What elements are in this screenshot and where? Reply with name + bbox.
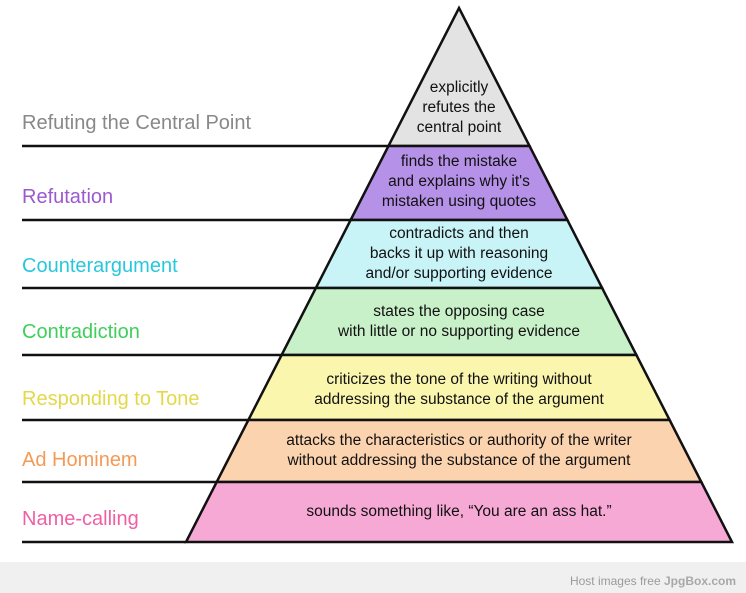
pyramid-level-6: [214, 418, 704, 484]
footer-text: Host images free: [569, 574, 664, 588]
level-description-6-line-1: attacks the characteristics or authority…: [286, 432, 631, 449]
footer-credit[interactable]: Host images free JpgBox.com: [570, 574, 736, 588]
level-description-1-line-1: explicitly: [430, 79, 489, 96]
level-description-4-line-1: states the opposing case: [373, 303, 544, 320]
level-description-1-line-2: refutes the: [422, 99, 495, 116]
level-label-7: Name-calling: [22, 508, 139, 530]
level-description-1-line-3: central point: [417, 119, 502, 136]
level-description-3-line-1: contradicts and then: [389, 225, 529, 242]
level-description-3-line-3: and/or supporting evidence: [366, 265, 553, 282]
level-description-5-line-2: addressing the substance of the argument: [314, 391, 604, 408]
pyramid-levels: Refuting the Central Point explicitly refu…: [22, 5, 735, 544]
level-description-5-line-1: criticizes the tone of the writing witho…: [326, 371, 592, 388]
level-description-2-line-2: and explains why it's: [388, 173, 530, 190]
level-label-4: Contradiction: [22, 321, 140, 343]
level-label-6: Ad Hominem: [22, 449, 138, 471]
level-description-6-line-2: without addressing the substance of the …: [287, 452, 632, 469]
footer-brand-link[interactable]: JpgBox.com: [663, 574, 736, 588]
level-description-2-line-1: finds the mistake: [401, 153, 517, 170]
level-description-3-line-2: backs it up with reasoning: [370, 245, 548, 262]
level-label-3: Counterargument: [22, 255, 178, 277]
pyramid-level-7: [183, 480, 735, 544]
level-description-2-line-3: mistaken using quotes: [382, 193, 536, 210]
level-description-4-line-2: with little or no supporting evidence: [337, 323, 580, 340]
level-description-7-line-1: sounds something like, “You are an ass h…: [306, 503, 611, 520]
level-label-2: Refutation: [22, 186, 113, 208]
pyramid-level-4: [279, 286, 639, 357]
level-label-1: Refuting the Central Point: [22, 112, 251, 134]
level-label-5: Responding to Tone: [22, 388, 200, 410]
